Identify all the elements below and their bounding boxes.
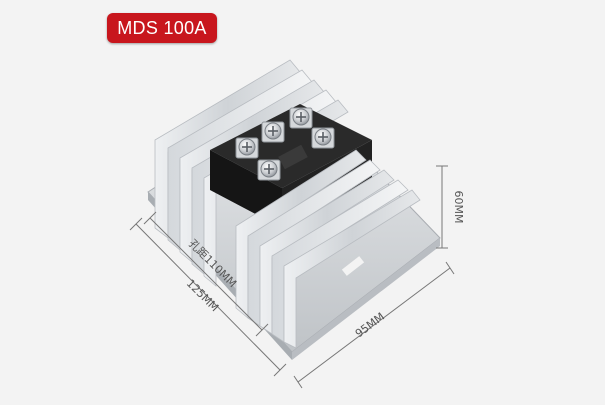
terminal-screw-icon bbox=[257, 159, 281, 181]
terminal-screw-icon bbox=[235, 137, 259, 159]
terminal-screw-icon bbox=[311, 127, 335, 149]
model-badge: MDS 100A bbox=[107, 13, 217, 43]
heatsink-fins-right bbox=[235, 149, 421, 349]
dimension-lines bbox=[129, 165, 455, 389]
height-dimension-label: 60MM bbox=[452, 191, 465, 224]
depth-dimension-label: 95MM bbox=[353, 310, 387, 340]
terminal-screw-icon bbox=[261, 121, 285, 143]
terminal-screw-icon bbox=[289, 107, 313, 129]
